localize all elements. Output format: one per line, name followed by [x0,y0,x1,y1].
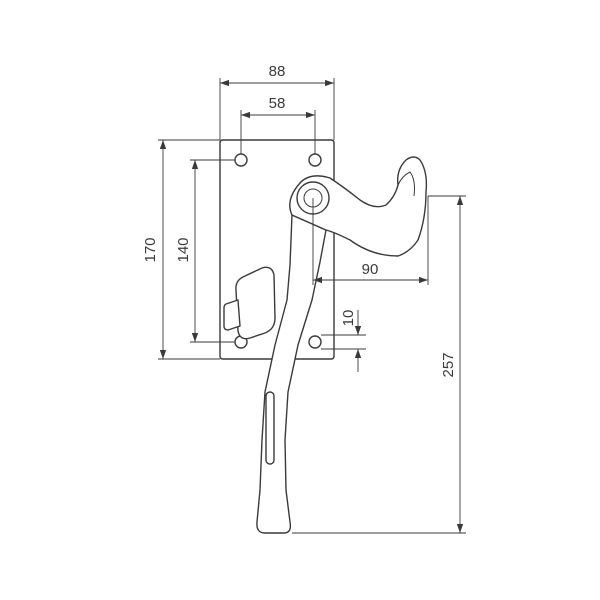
dim-hook-reach: 90 [312,196,429,285]
dim-hole-offset: 10 [321,310,366,372]
lever-handle [256,214,327,534]
housing-body [235,266,276,340]
dim-hole-spacing-v-label: 140 [175,237,192,262]
dim-hole-spacing-v: 140 [175,159,235,343]
dim-overall-length: 257 [292,195,466,534]
dim-overall-length-label: 257 [440,352,457,377]
hook-catch [289,156,428,257]
hook-outline [289,156,428,257]
mounting-hole-top-right [308,153,322,167]
dim-hole-offset-label: 10 [340,310,357,327]
dim-plate-width: 88 [219,63,335,140]
dim-plate-height-label: 170 [142,237,159,262]
dim-hook-reach-label: 90 [362,261,379,278]
lever-slot [265,391,275,465]
spring-housing [223,266,276,340]
hook-inner-edge [397,171,415,197]
dim-plate-height: 170 [142,139,220,360]
mounting-hole-bottom-right [308,335,322,349]
housing-cap [223,299,241,331]
dim-hole-spacing-h: 58 [240,95,316,154]
dim-plate-width-label: 88 [269,63,286,80]
dim-hole-spacing-h-label: 58 [269,95,286,112]
mounting-hole-top-left [234,153,248,167]
